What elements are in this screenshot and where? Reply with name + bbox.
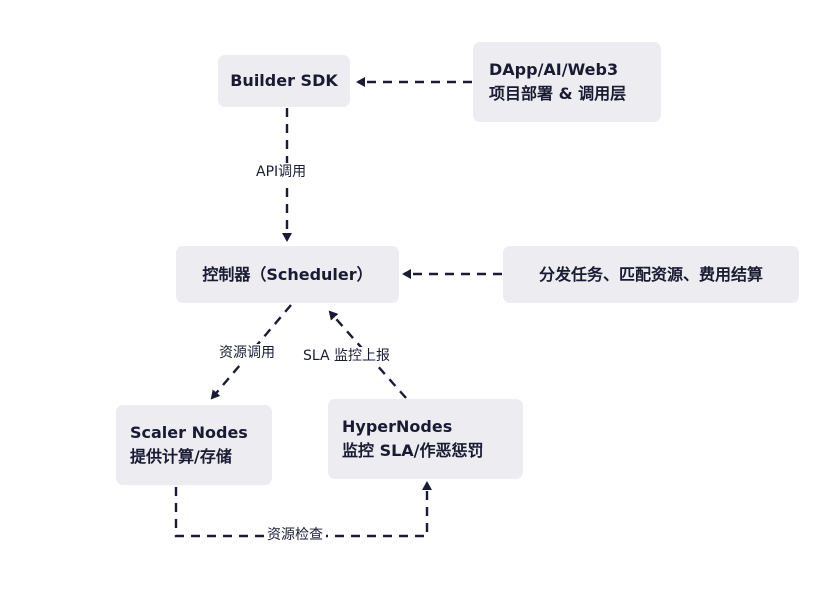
edge-label-resource-call: 资源调用 <box>219 344 275 362</box>
edge-hyper-to-controller <box>328 310 407 399</box>
node-builder-sdk: Builder SDK <box>218 55 350 107</box>
edge-label-api-call: API调用 <box>254 163 309 181</box>
node-dispatch: 分发任务、匹配资源、费用结算 <box>503 246 799 303</box>
node-builder-sdk-label: Builder SDK <box>230 71 338 90</box>
node-hyper-line1: HyperNodes <box>342 417 453 436</box>
node-hyper-line2: 监控 SLA/作恶惩罚 <box>342 441 484 460</box>
node-dapp-line2: 项目部署 & 调用层 <box>489 84 627 103</box>
edge-scaler-to-hyper <box>174 481 432 538</box>
edge-controller-to-scaler <box>210 304 292 400</box>
node-controller-label: 控制器（Scheduler） <box>202 264 373 284</box>
node-scaler-line1: Scaler Nodes <box>130 423 248 442</box>
edge-label-resource-check: 资源检查 <box>264 526 326 544</box>
node-dispatch-label: 分发任务、匹配资源、费用结算 <box>538 264 763 284</box>
node-controller: 控制器（Scheduler） <box>176 246 399 303</box>
node-dapp: DApp/AI/Web3 项目部署 & 调用层 <box>473 42 661 122</box>
node-scaler: Scaler Nodes 提供计算/存储 <box>116 405 272 485</box>
edge-label-sla-report: SLA 监控上报 <box>303 347 391 365</box>
node-hyper: HyperNodes 监控 SLA/作恶惩罚 <box>328 399 523 479</box>
node-dapp-line1: DApp/AI/Web3 <box>489 60 619 79</box>
node-scaler-line2: 提供计算/存储 <box>130 447 232 466</box>
